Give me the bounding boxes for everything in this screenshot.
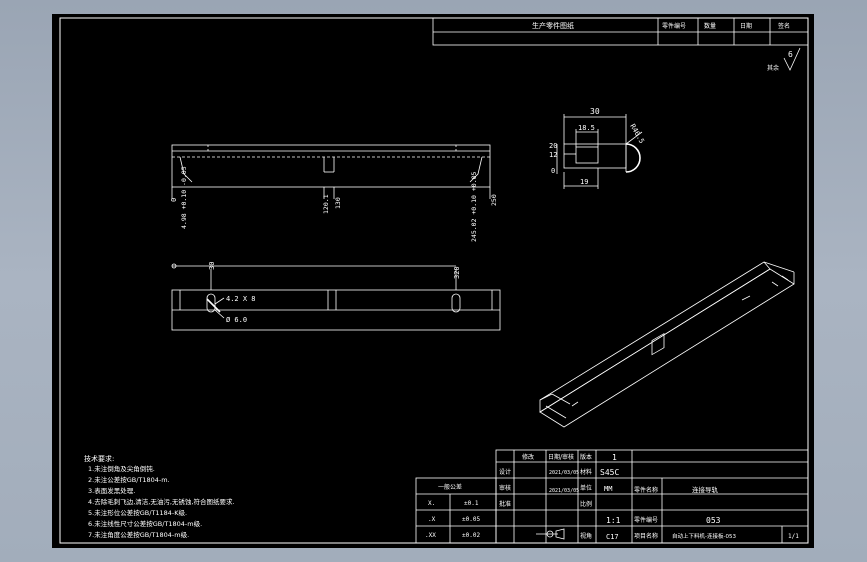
strip-col-qty: 数量	[704, 22, 716, 30]
tech-note-7: 7.未注角度公差按GB/T1804-m级.	[88, 530, 189, 539]
drawing-canvas: 生产零件图纸 零件编号 数量 日期 签名 6 其余 30 18.5 R46.5 …	[59, 17, 809, 544]
tol-row-3-b: ±0.02	[462, 532, 480, 539]
tb-row-check: 审核	[499, 484, 511, 492]
projection-symbol-icon	[536, 528, 565, 540]
tb-lbl-material: 材料	[580, 468, 592, 476]
tb-rev-value: 1	[612, 453, 617, 462]
tb-hdr-version: 版本	[580, 453, 592, 461]
front-view	[171, 144, 491, 199]
tb-date-2: 2021/03/05	[549, 488, 579, 494]
tech-note-6: 6.未注线性尺寸公差按GB/T1804-m级.	[88, 519, 202, 528]
front-dim-250: 250	[490, 194, 498, 206]
tb-sheet: 1/1	[788, 533, 799, 540]
sec-dim-0: 0	[551, 167, 555, 175]
tb-lbl-part-name: 零件名称	[634, 486, 658, 494]
front-dim-130: 130	[334, 197, 342, 209]
tol-row-2-b: ±0.05	[462, 516, 480, 523]
top-dim-30: 30	[208, 262, 216, 270]
strip-col-date: 日期	[740, 22, 752, 30]
tech-note-4: 4.去除毛刺飞边,清洁,无油污,无锈蚀,符合图纸要求.	[88, 497, 235, 506]
front-dim-120-1: 120.1	[322, 194, 330, 214]
tol-row-2-a: .X	[428, 516, 436, 523]
tech-note-1: 1.未注倒角及尖角倒钝.	[88, 464, 155, 473]
tech-note-5: 5.未注形位公差按GB/T1184-K级.	[88, 508, 187, 517]
tb-part-no: 053	[706, 516, 721, 525]
roughness-value: 6	[788, 50, 793, 59]
tech-note-2: 2.未注公差按GB/T1804-m.	[88, 475, 170, 484]
sec-dim-12: 12	[549, 151, 557, 159]
tb-unit: MM	[604, 485, 612, 493]
sec-dim-20: 20	[549, 142, 557, 150]
front-dim-4-98: 4.98 +0.10 -0.05	[180, 166, 188, 229]
isometric-view	[539, 261, 795, 428]
front-dim-245-02: 245.02 +0.10 +0.05	[470, 171, 478, 242]
front-dim-0: 0	[170, 198, 178, 202]
strip-doc-name: 生产零件图纸	[532, 21, 574, 30]
tol-row-1-b: ±0.1	[464, 500, 479, 507]
tb-row-design: 设计	[499, 468, 511, 476]
tb-project: 自动上下料机-连接板-053	[672, 532, 736, 540]
tol-row-3-a: .XX	[425, 532, 436, 539]
tb-hdr-date-check: 日期/审核	[548, 453, 574, 461]
tol-row-1-a: X.	[428, 500, 435, 507]
tech-note-3: 3.表面发黑处理.	[88, 486, 135, 495]
tech-notes-list: 1.未注倒角及尖角倒钝. 2.未注公差按GB/T1804-m. 3.表面发黑处理…	[88, 464, 235, 539]
tb-scale: 1:1	[606, 516, 621, 525]
sec-dim-19: 19	[580, 178, 588, 186]
tb-lbl-unit: 单位	[580, 484, 592, 492]
tol-header: 一般公差	[438, 483, 462, 491]
tb-row-approve: 批准	[499, 500, 511, 508]
tb-hdr-modify: 修改	[522, 453, 534, 461]
roughness-label: 其余	[767, 64, 779, 72]
roughness-symbol	[783, 47, 801, 71]
sec-dim-30: 30	[590, 107, 600, 116]
top-hole-label: Ø 6.0	[226, 316, 247, 324]
tb-lbl-scale: 比例	[580, 500, 592, 508]
tb-lbl-view: 视角	[580, 532, 592, 540]
drawing-border	[59, 17, 809, 544]
tb-material: S45C	[600, 468, 619, 477]
top-title-strip	[432, 17, 809, 46]
top-slot-label: 4.2 X 8	[226, 295, 256, 303]
tb-lbl-part-no: 零件编号	[634, 516, 658, 524]
title-block	[495, 449, 809, 544]
top-view	[171, 263, 501, 331]
section-view	[556, 114, 643, 189]
strip-col-part-no: 零件编号	[662, 22, 686, 30]
drawing-sheet: 生产零件图纸 零件编号 数量 日期 签名 6 其余 30 18.5 R46.5 …	[52, 14, 814, 548]
tb-lbl-project: 项目名称	[634, 532, 658, 540]
top-dim-320: 320	[453, 266, 461, 279]
tb-part-name: 连接导轨	[692, 485, 719, 494]
tb-view: C17	[606, 533, 619, 541]
tb-date-1: 2021/03/05	[549, 470, 579, 476]
sec-dim-r: R46.5	[628, 123, 645, 145]
sec-dim-18-5: 18.5	[578, 124, 595, 132]
tech-notes-title: 技术要求:	[84, 454, 114, 463]
strip-col-sign: 签名	[778, 22, 790, 30]
